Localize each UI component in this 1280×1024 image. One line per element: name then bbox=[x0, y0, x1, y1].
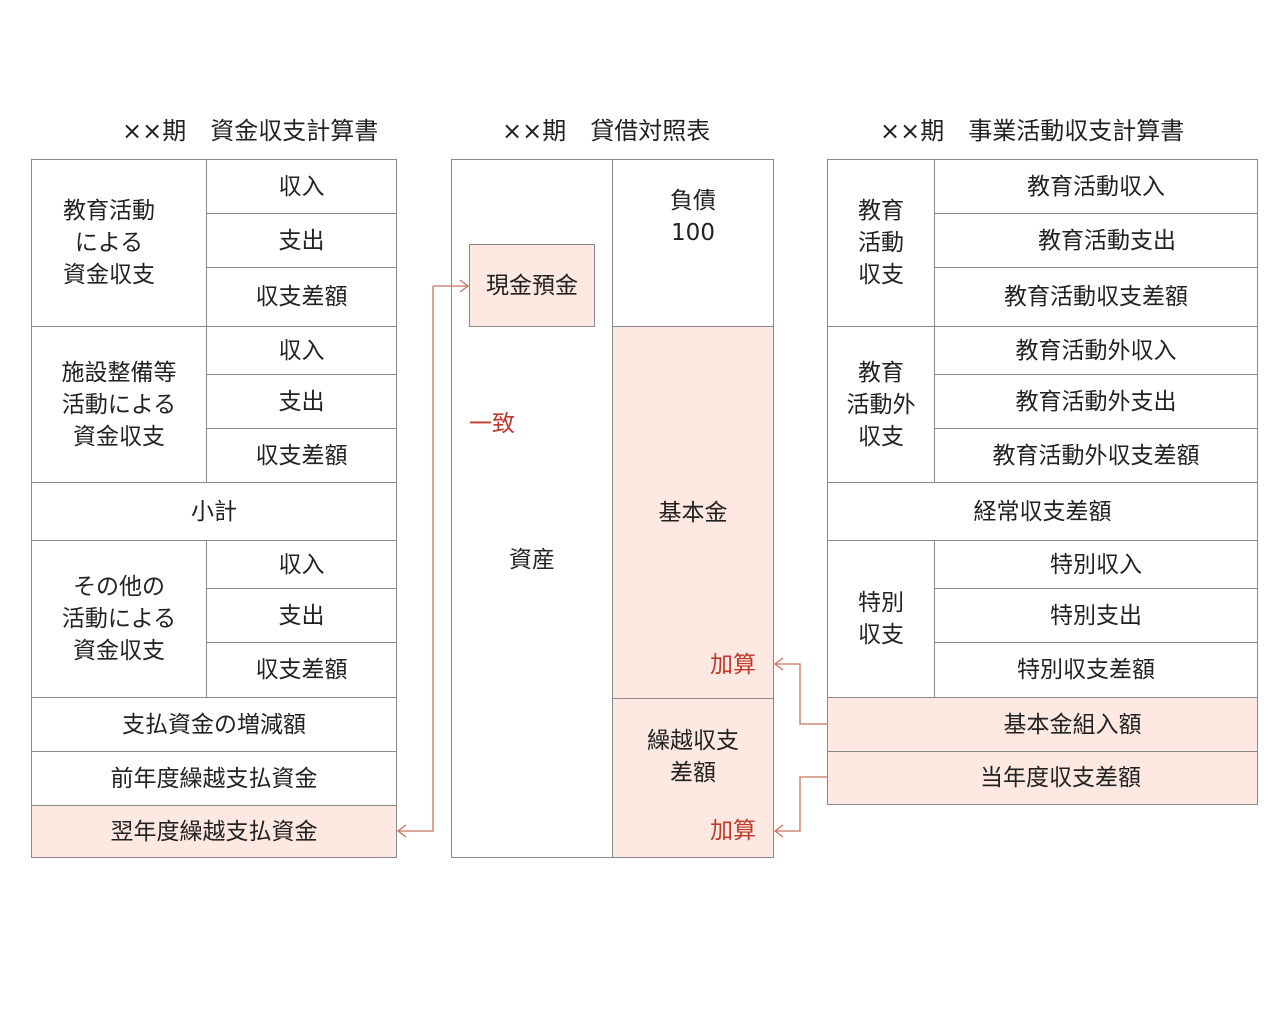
education-activity-group: 教育 活動 収支 bbox=[828, 160, 935, 327]
assets-label: 資産 bbox=[509, 547, 555, 573]
balance-sheet: 負債 100 bbox=[451, 159, 774, 858]
arrowhead-to-carried-balance bbox=[773, 824, 784, 838]
basic-fund-add-label: 加算 bbox=[710, 652, 756, 678]
next-carryover-row: 翌年度繰越支払資金 bbox=[32, 806, 396, 857]
basic-fund-add-connector bbox=[775, 663, 827, 725]
non-edu-expense-row: 教育活動外支出 bbox=[935, 375, 1257, 429]
ordinary-balance-row: 経常収支差額 bbox=[828, 483, 1257, 541]
facility-income-row: 収入 bbox=[207, 327, 396, 375]
education-expense-row: 支出 bbox=[207, 214, 396, 268]
edu-income-row: 教育活動収入 bbox=[935, 160, 1257, 214]
other-income-row: 収入 bbox=[207, 541, 396, 589]
education-cash-group: 教育活動 による 資金収支 bbox=[32, 160, 207, 327]
prior-carryover-row: 前年度繰越支払資金 bbox=[32, 752, 396, 806]
other-cash-group: その他の 活動による 資金収支 bbox=[32, 541, 207, 698]
edu-balance-row: 教育活動収支差額 bbox=[935, 268, 1257, 327]
non-education-activity-group: 教育 活動外 収支 bbox=[828, 327, 935, 483]
special-balance-row: 特別収支差額 bbox=[935, 643, 1257, 698]
carried-balance-label: 繰越収支 差額 bbox=[647, 728, 739, 786]
facility-cash-group: 施設整備等 活動による 資金収支 bbox=[32, 327, 207, 483]
facility-balance-row: 収支差額 bbox=[207, 429, 396, 483]
balance-sheet-title: ××期 貸借対照表 bbox=[502, 117, 711, 145]
non-edu-income-row: 教育活動外収入 bbox=[935, 327, 1257, 375]
arrowhead-to-basic-fund bbox=[773, 657, 784, 671]
special-income-row: 特別収入 bbox=[935, 541, 1257, 589]
liabilities-block: 負債 100 bbox=[613, 160, 773, 327]
non-edu-balance-row: 教育活動外収支差額 bbox=[935, 429, 1257, 483]
current-balance-row: 当年度収支差額 bbox=[828, 752, 1257, 804]
edu-expense-row: 教育活動支出 bbox=[935, 214, 1257, 268]
carried-balance-add-connector bbox=[775, 776, 827, 832]
cash-deposit-box: 現金預金 bbox=[469, 244, 595, 327]
arrowhead-to-next-carryover bbox=[396, 824, 407, 838]
cash-flow-statement: 教育活動 による 資金収支 収入 支出 収支差額 施設整備等 活動による 資金収… bbox=[31, 159, 397, 858]
activity-title: ××期 事業活動収支計算書 bbox=[880, 117, 1185, 145]
subtotal-row: 小計 bbox=[32, 483, 396, 541]
fund-change-row: 支払資金の増減額 bbox=[32, 698, 396, 752]
education-balance-row: 収支差額 bbox=[207, 268, 396, 327]
basic-fund-transfer-row: 基本金組入額 bbox=[828, 698, 1257, 752]
basic-fund-block bbox=[613, 327, 773, 699]
carried-balance-add-label: 加算 bbox=[710, 818, 756, 844]
activity-statement: 教育 活動 収支 教育活動収入 教育活動支出 教育活動収支差額 教育 活動外 収… bbox=[827, 159, 1258, 805]
special-activity-group: 特別 収支 bbox=[828, 541, 935, 698]
basic-fund-label: 基本金 bbox=[658, 500, 728, 526]
education-income-row: 収入 bbox=[207, 160, 396, 214]
other-expense-row: 支出 bbox=[207, 589, 396, 643]
arrowhead-to-cash bbox=[459, 279, 470, 293]
assets-column bbox=[452, 160, 613, 857]
other-balance-row: 収支差額 bbox=[207, 643, 396, 698]
cash-match-connector bbox=[398, 286, 434, 832]
carried-balance-block bbox=[613, 699, 773, 857]
facility-expense-row: 支出 bbox=[207, 375, 396, 429]
match-label: 一致 bbox=[469, 411, 515, 437]
cash-flow-title: ××期 資金収支計算書 bbox=[122, 117, 379, 145]
special-expense-row: 特別支出 bbox=[935, 589, 1257, 643]
